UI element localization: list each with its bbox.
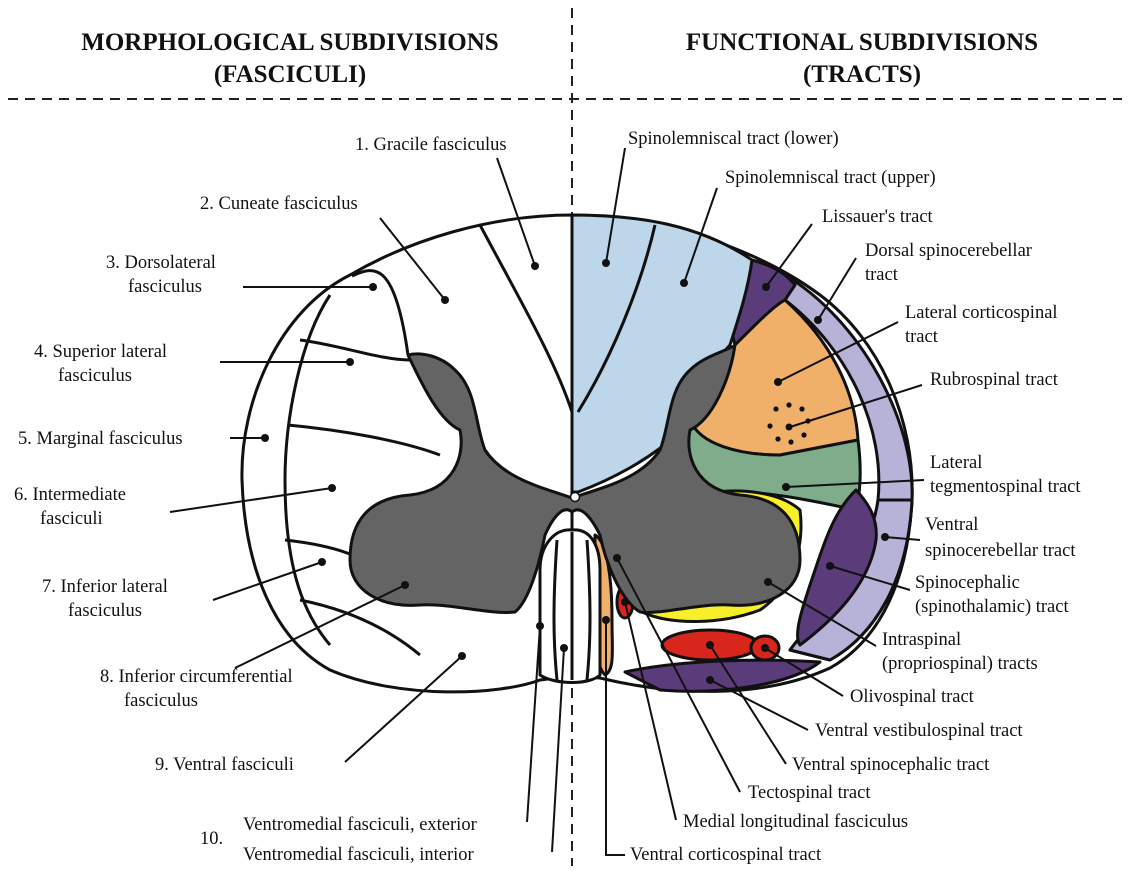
label-lissauer: Lissauer's tract [822,207,934,227]
label-ventral-vestibulospinal: Ventral vestibulospinal tract [815,721,1023,741]
label-intraspinal-2: (propriospinal) tracts [882,654,1038,674]
label-ventral-fasciculi: 9. Ventral fasciculi [155,755,294,775]
label-ventromedial-num: 10. [200,829,223,849]
label-ventral-spinocerebellar-2: spinocerebellar tract [925,541,1076,561]
label-marginal: 5. Marginal fasciculus [18,429,183,449]
label-gracile: 1. Gracile fasciculus [355,135,507,155]
label-superior-lateral-1: 4. Superior lateral [34,342,167,362]
label-rubrospinal: Rubrospinal tract [930,370,1059,390]
label-tectospinal: Tectospinal tract [748,783,871,803]
label-spinocephalic-2: (spinothalamic) tract [915,597,1069,617]
label-inferior-lateral-1: 7. Inferior lateral [42,577,168,597]
label-superior-lateral-2: fasciculus [58,366,132,386]
label-intermediate-1: 6. Intermediate [14,485,126,505]
label-ventromedial-interior: Ventromedial fasciculi, interior [243,845,474,865]
label-inferior-circum-2: fasciculus [124,691,198,711]
label-lateral-corticospinal-1: Lateral corticospinal [905,303,1058,323]
header-left-line1: MORPHOLOGICAL SUBDIVISIONS [81,29,498,56]
label-dorsal-spinocerebellar-2: tract [865,265,899,285]
central-canal [571,493,580,502]
label-dorsal-spinocerebellar-1: Dorsal spinocerebellar [865,241,1032,261]
label-ventral-spinocephalic: Ventral spinocephalic tract [792,755,990,775]
label-intermediate-2: fasciculi [40,509,103,529]
label-inferior-lateral-2: fasciculus [68,601,142,621]
label-lateral-tegmentospinal-1: Lateral [930,453,982,473]
label-cuneate: 2. Cuneate fasciculus [200,194,358,214]
label-olivospinal: Olivospinal tract [850,687,975,707]
label-medial-longitudinal: Medial longitudinal fasciculus [683,812,908,832]
label-ventromedial-exterior: Ventromedial fasciculi, exterior [243,815,477,835]
label-dorsolateral-2: fasciculus [128,277,202,297]
label-intraspinal-1: Intraspinal [882,630,961,650]
label-lateral-tegmentospinal-2: tegmentospinal tract [930,477,1081,497]
label-ventral-corticospinal: Ventral corticospinal tract [630,845,822,865]
label-spinocephalic-1: Spinocephalic [915,573,1020,593]
label-dorsolateral-1: 3. Dorsolateral [106,253,216,273]
label-lateral-corticospinal-2: tract [905,327,939,347]
header-left-line2: (FASCICULI) [214,61,366,88]
header-right-line1: FUNCTIONAL SUBDIVISIONS [686,29,1038,56]
label-spinolemniscal-lower: Spinolemniscal tract (lower) [628,129,839,149]
label-inferior-circum-1: 8. Inferior circumferential [100,667,293,687]
label-spinolemniscal-upper: Spinolemniscal tract (upper) [725,168,936,188]
right-half-cord [572,215,912,691]
label-ventral-spinocerebellar-1: Ventral [925,515,978,535]
header-right-line2: (TRACTS) [803,61,921,88]
